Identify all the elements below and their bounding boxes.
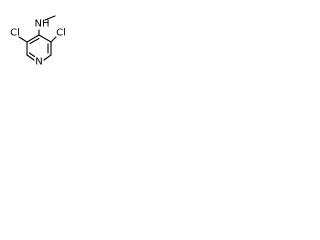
amine-nh-label: NH bbox=[35, 19, 50, 30]
bond-n1-c6 bbox=[43, 54, 52, 61]
bond-c5-cl bbox=[50, 36, 57, 43]
chlorine-label-left: Cl bbox=[10, 28, 20, 39]
ring-nitrogen-label: N bbox=[35, 57, 42, 68]
pyridine-ring bbox=[26, 34, 52, 61]
chlorine-label-right: Cl bbox=[56, 28, 66, 39]
bond-c5-c4 bbox=[38, 34, 52, 43]
bond-nh-methyl bbox=[44, 15, 56, 21]
chemical-structure-diagram: Cl Cl NH N bbox=[10, 15, 66, 68]
bond-c4-c3 bbox=[26, 34, 40, 43]
double-bond-c2-n1 bbox=[28, 52, 36, 58]
bond-c3-cl bbox=[18, 36, 28, 43]
bond-c2-n1 bbox=[26, 54, 35, 61]
double-bond-c3-c4 bbox=[29, 37, 40, 45]
